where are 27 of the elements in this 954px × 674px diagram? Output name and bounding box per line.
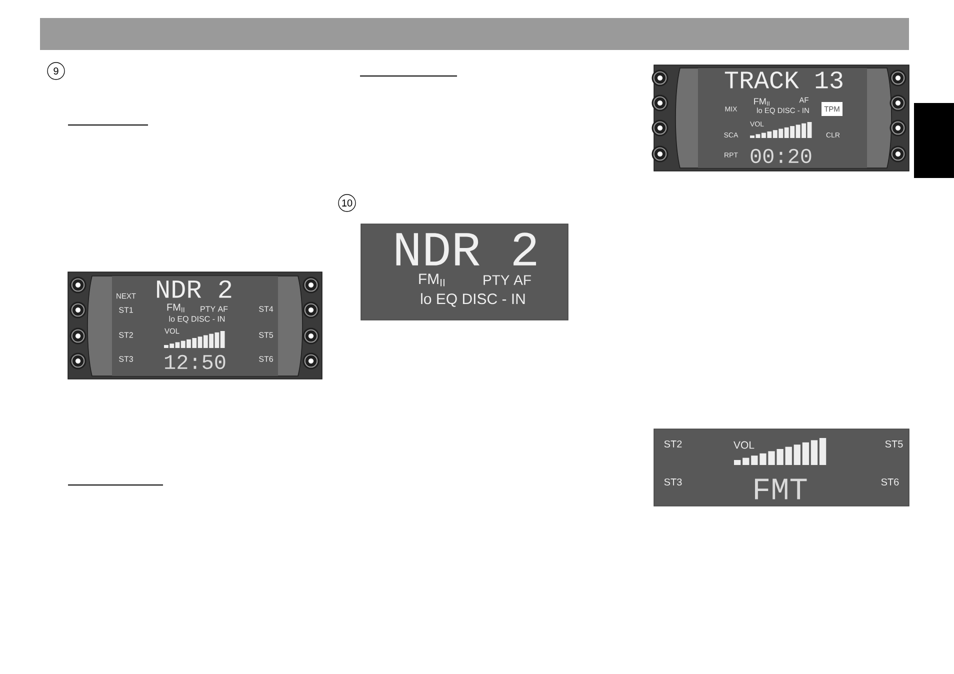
display-text: ST6 bbox=[881, 478, 899, 486]
dot-matrix-readout: FMT bbox=[755, 478, 807, 500]
display-text: ST5 bbox=[259, 332, 274, 338]
display-text: ST2 bbox=[119, 332, 133, 338]
tab-marker bbox=[914, 103, 954, 178]
display-text: FM$_{II}$ bbox=[754, 98, 770, 106]
display-text: ST4 bbox=[259, 306, 274, 312]
segment-readout: NDR 2 bbox=[396, 232, 536, 266]
callout-number: 10 bbox=[338, 194, 356, 212]
display-text: lo EQ DISC - IN bbox=[169, 316, 225, 324]
segment-readout: NDR 2 bbox=[157, 280, 232, 298]
display-text: PTY AF bbox=[200, 306, 228, 312]
display-text: ST3 bbox=[664, 478, 682, 486]
display-text: ST2 bbox=[664, 440, 682, 448]
display-text: ST6 bbox=[259, 356, 273, 362]
callout-number: 9 bbox=[47, 62, 65, 80]
display-text: FM$_{II}$ bbox=[419, 274, 444, 286]
display-text: PTY AF bbox=[484, 275, 531, 285]
segment-readout: TRACK 13 bbox=[724, 72, 842, 88]
display-text: VOL bbox=[734, 441, 754, 449]
display-text: FM$_{II}$ bbox=[167, 304, 184, 312]
dot-matrix-readout: 12:50 bbox=[165, 354, 226, 370]
display-text: ST5 bbox=[885, 440, 903, 448]
display-text: ST1 bbox=[119, 307, 133, 313]
dot-matrix-readout: 00:20 bbox=[750, 148, 812, 164]
display-text: lo EQ DISC - IN bbox=[421, 293, 525, 307]
display-text: ST3 bbox=[119, 356, 133, 362]
